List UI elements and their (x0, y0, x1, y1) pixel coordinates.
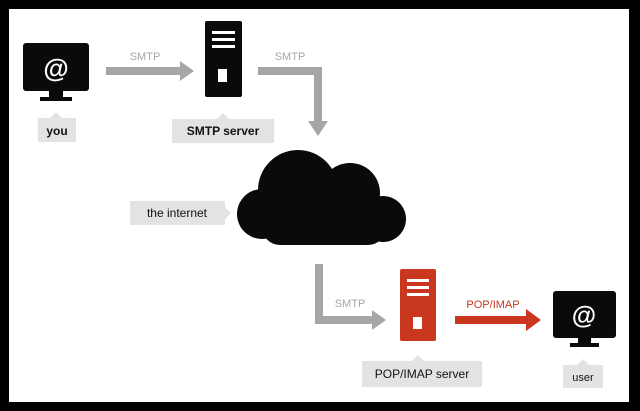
user-label: user (563, 359, 603, 388)
arrow-cloud-to-pop (315, 264, 386, 330)
smtp-server-label: SMTP server (172, 113, 274, 143)
at-symbol-icon: @ (572, 302, 596, 330)
arrow-label-smtp-to-cloud: SMTP (275, 51, 306, 63)
svg-text:POP/IMAP server: POP/IMAP server (375, 367, 469, 381)
recipient-computer-icon: @ (553, 291, 616, 347)
pop-imap-server-icon (400, 269, 436, 341)
svg-text:you: you (46, 124, 67, 138)
sender-computer-icon: @ (23, 43, 89, 101)
internet-cloud-icon (237, 150, 406, 245)
svg-text:SMTP server: SMTP server (187, 124, 260, 138)
internet-label: the internet (130, 201, 231, 225)
arrow-label-pop-to-user: POP/IMAP (466, 299, 519, 311)
arrow-label-you-to-smtp: SMTP (130, 51, 161, 63)
svg-text:the internet: the internet (147, 206, 208, 220)
arrow-you-to-smtp (106, 61, 194, 81)
smtp-server-icon (205, 21, 242, 97)
arrow-label-cloud-to-pop: SMTP (335, 298, 366, 310)
at-symbol-icon: @ (43, 53, 68, 83)
svg-text:user: user (572, 372, 594, 384)
pop-imap-server-label: POP/IMAP server (362, 355, 482, 387)
you-label: you (38, 112, 76, 142)
arrow-pop-to-user (455, 309, 541, 331)
arrow-smtp-to-cloud (258, 67, 328, 136)
